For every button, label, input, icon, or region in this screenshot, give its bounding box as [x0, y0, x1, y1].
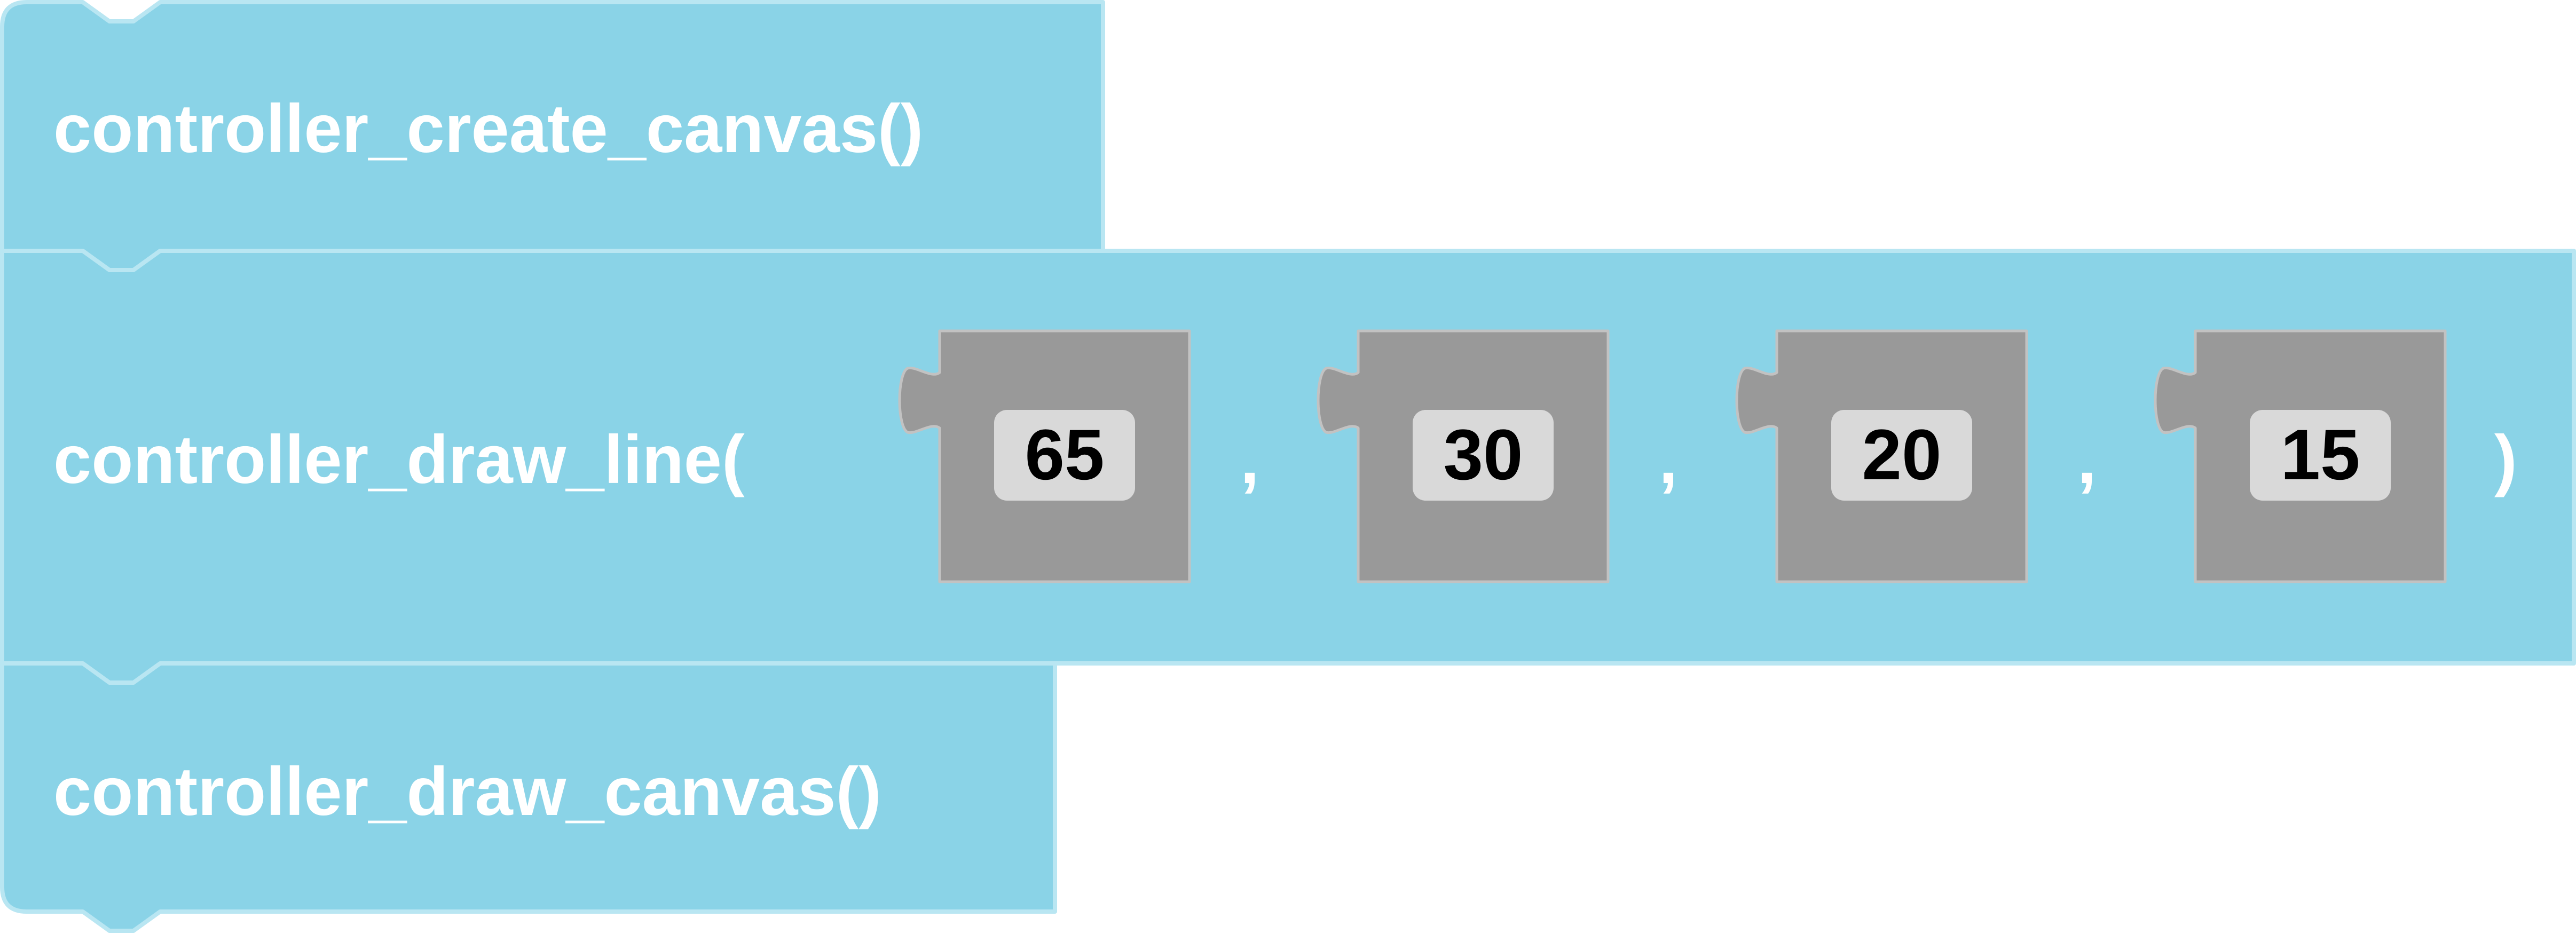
number-field-1-bg[interactable] — [994, 410, 1135, 501]
draw-line-arg-2[interactable]: 30 — [1317, 329, 1610, 583]
draw-canvas-block-body[interactable] — [0, 661, 1057, 933]
draw-canvas-block[interactable]: controller_draw_canvas() — [0, 661, 1057, 933]
arg-separator-2: , — [1659, 422, 1678, 498]
draw-canvas-label: controller_draw_canvas() — [53, 754, 881, 830]
arg-separator-3: , — [2077, 422, 2097, 498]
number-field-3[interactable]: 20 — [1862, 415, 1941, 495]
number-field-1[interactable]: 65 — [1025, 415, 1104, 495]
draw-line-label-open: controller_draw_line( — [53, 422, 745, 498]
number-field-4-bg[interactable] — [2250, 410, 2391, 501]
draw-line-arg-4[interactable]: 15 — [2154, 329, 2447, 583]
arg-separator-1: , — [1240, 422, 1259, 498]
draw-line-arg-1[interactable]: 65 — [898, 329, 1191, 583]
number-field-2[interactable]: 30 — [1443, 415, 1523, 495]
draw-line-block[interactable]: controller_draw_line( 65 , 30 , 20 , — [0, 249, 2576, 685]
create-canvas-block-body[interactable] — [0, 0, 1105, 272]
create-canvas-label: controller_create_canvas() — [53, 91, 923, 167]
create-canvas-block[interactable]: controller_create_canvas() — [0, 0, 1105, 272]
number-field-2-bg[interactable] — [1413, 410, 1554, 501]
draw-line-label-close: ) — [2494, 422, 2517, 498]
number-field-4[interactable]: 15 — [2280, 415, 2360, 495]
number-field-3-bg[interactable] — [1831, 410, 1972, 501]
draw-line-arg-3[interactable]: 20 — [1735, 329, 2028, 583]
